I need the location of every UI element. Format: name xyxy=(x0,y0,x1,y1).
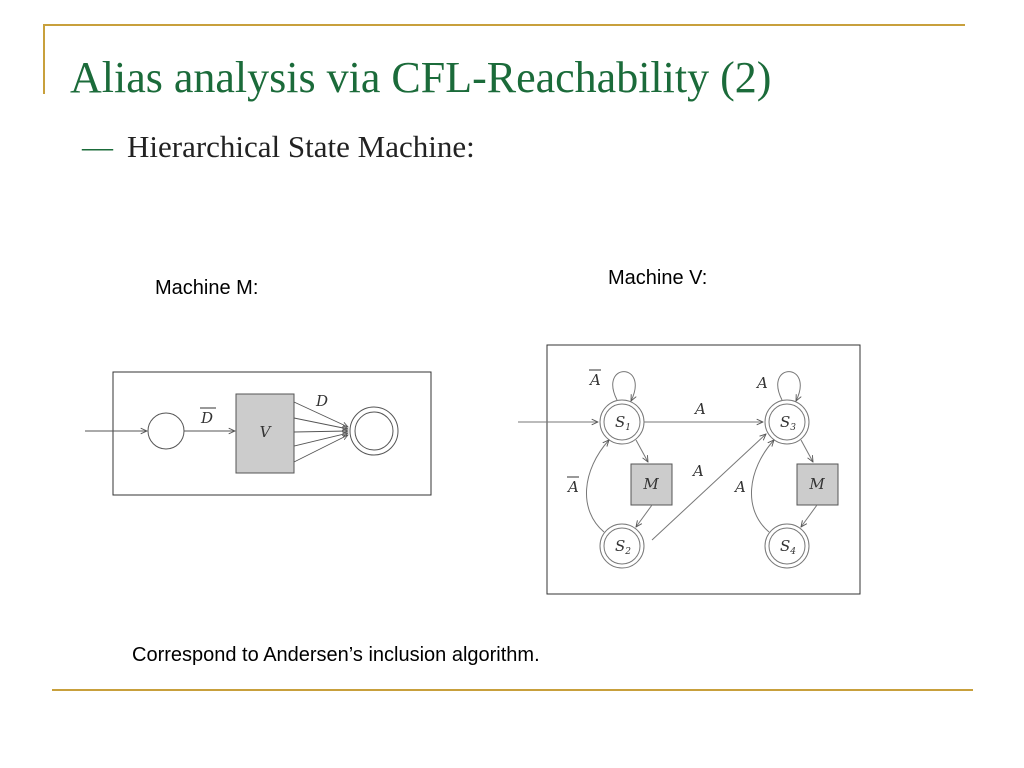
state-s4-label: S4 xyxy=(780,537,796,557)
m-final-state-inner xyxy=(354,411,394,451)
machine-m-diagram: D V D xyxy=(85,371,432,496)
state-s1-inner xyxy=(603,403,641,441)
state-s2-inner xyxy=(603,527,641,565)
s3-self-loop xyxy=(777,371,800,401)
s1-self-loop xyxy=(612,371,635,401)
state-s2-label: S2 xyxy=(615,537,631,557)
note-text: Correspond to Andersen’s inclusion algor… xyxy=(132,644,540,666)
m-box-left-label: M xyxy=(642,475,659,493)
s2-to-s1-label: A xyxy=(566,478,579,496)
state-s4-sub: 4 xyxy=(789,547,796,557)
s1-to-s3-label: A xyxy=(693,400,706,418)
state-s1-name: S xyxy=(615,413,625,431)
m-box-right-label: M xyxy=(808,475,825,493)
s3-loop-label: A xyxy=(755,374,768,392)
m-return-edge xyxy=(293,435,348,463)
s2-to-s1-edge xyxy=(585,440,609,533)
m-box-left xyxy=(630,463,673,506)
m-box-right xyxy=(796,463,839,506)
state-s2-sub: 2 xyxy=(624,547,631,557)
m-return-edge xyxy=(293,401,348,427)
slide-title: Alias analysis via CFL-Reachability (2) xyxy=(70,53,772,102)
state-s3-sub: 3 xyxy=(790,423,796,433)
top-rule xyxy=(43,24,965,26)
machine-m-caption: Machine M: xyxy=(155,277,259,299)
state-s3-name: S xyxy=(780,413,790,431)
state-s2-name: S xyxy=(615,537,625,555)
m-return-edge xyxy=(293,433,348,447)
s4-to-s3-edge xyxy=(750,440,774,533)
s4-to-s3-label: A xyxy=(733,478,746,496)
machine-v-caption: Machine V: xyxy=(608,267,708,289)
m-return-label: D xyxy=(315,392,328,410)
s1-loop-label: A xyxy=(588,371,601,389)
m-call-label: D xyxy=(200,409,213,427)
slide-subtitle: — Hierarchical State Machine: xyxy=(82,128,475,166)
left-rule xyxy=(43,24,45,94)
state-s4-inner xyxy=(768,527,806,565)
m-to-s2-edge xyxy=(636,504,653,527)
m-start-state xyxy=(147,412,185,450)
subtitle-text: Hierarchical State Machine: xyxy=(127,129,475,164)
m-return-edge xyxy=(293,431,348,432)
v-box xyxy=(235,393,295,474)
state-s1-sub: 1 xyxy=(625,423,631,433)
machine-v-diagram: S1 A A M S2 A A S3 A M xyxy=(518,344,861,595)
m-to-s4-edge xyxy=(801,504,818,527)
state-s1-label: S1 xyxy=(615,413,631,433)
s2-to-s3-label: A xyxy=(691,462,704,480)
state-s4-name: S xyxy=(780,537,790,555)
s2-to-s3-edge xyxy=(651,434,766,541)
s3-to-m-edge xyxy=(800,439,813,462)
s1-to-m-edge xyxy=(635,439,648,462)
state-s3-inner xyxy=(768,403,806,441)
bottom-rule xyxy=(52,689,973,691)
bullet-dash: — xyxy=(82,129,113,164)
state-s3-label: S3 xyxy=(780,413,796,433)
v-box-label: V xyxy=(260,423,273,441)
m-return-edge xyxy=(293,417,348,429)
